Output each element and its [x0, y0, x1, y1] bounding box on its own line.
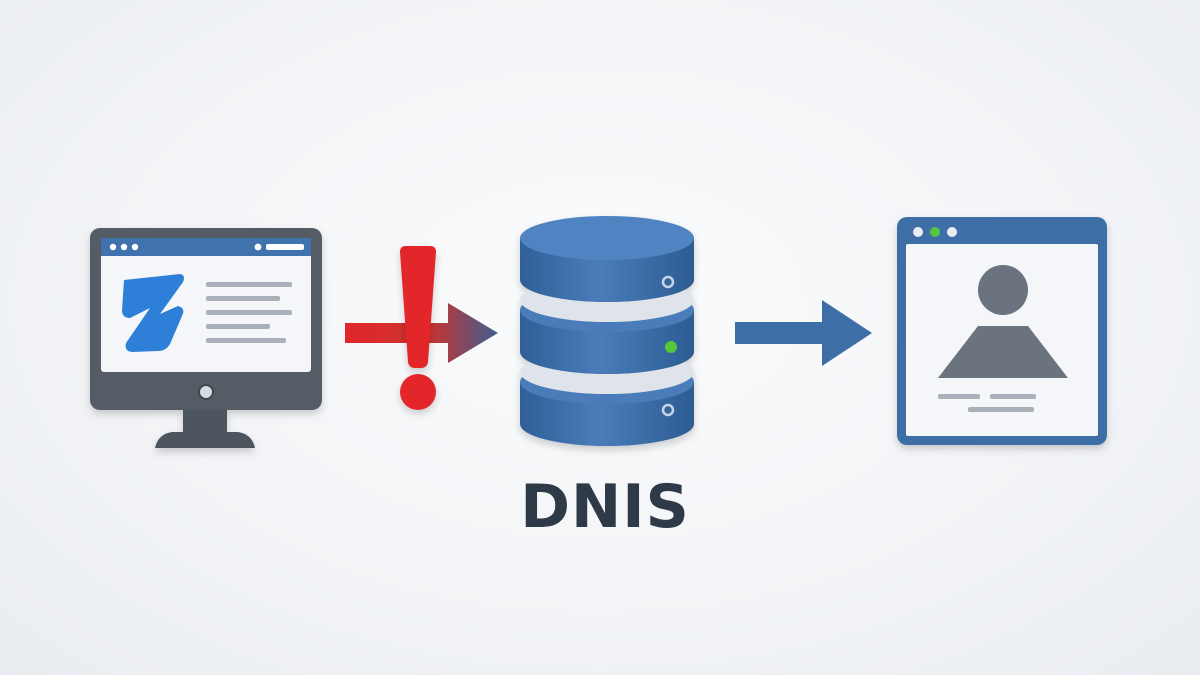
- monitor-icon: [90, 228, 322, 448]
- monitor-dot-3: [131, 243, 139, 251]
- monitor-stand-base: [155, 432, 255, 448]
- exclamation-bar: [400, 246, 436, 368]
- database-icon: [520, 216, 694, 446]
- monitor-dot-1: [109, 243, 117, 251]
- monitor-text-line-4: [206, 324, 270, 329]
- monitor-address-bar: [266, 244, 304, 250]
- monitor-text-line-2: [206, 296, 280, 301]
- monitor-text-line-3: [206, 310, 292, 315]
- db-indicator-bottom-icon: [661, 403, 675, 417]
- arrow-database-to-destination: [735, 300, 872, 366]
- monitor-title-bar: [101, 238, 311, 256]
- window-dot-2: [930, 227, 940, 237]
- window-text-line-3: [968, 407, 1034, 412]
- exclamation-dot: [400, 374, 436, 410]
- exclamation-icon: [400, 246, 436, 410]
- db-cylinder-top-cap: [520, 216, 694, 260]
- database-label: DNIS: [520, 472, 690, 542]
- avatar-head-icon: [978, 265, 1028, 315]
- monitor-text-line-5: [206, 338, 286, 343]
- window-text-line-1: [938, 394, 980, 399]
- arrow-ok-shaft: [735, 300, 872, 366]
- monitor-search-icon: [254, 243, 262, 251]
- monitor-dot-2: [120, 243, 128, 251]
- window-dot-3: [947, 227, 957, 237]
- window-dot-1: [913, 227, 923, 237]
- app-logo-icon: [122, 274, 184, 352]
- avatar-body-icon: [938, 326, 1068, 378]
- db-status-green-light: [665, 341, 677, 353]
- db-indicator-top-icon: [661, 275, 675, 289]
- profile-window-icon: [897, 217, 1107, 445]
- monitor-text-line-1: [206, 282, 292, 287]
- monitor-power-button: [198, 384, 214, 400]
- window-text-line-2: [990, 394, 1036, 399]
